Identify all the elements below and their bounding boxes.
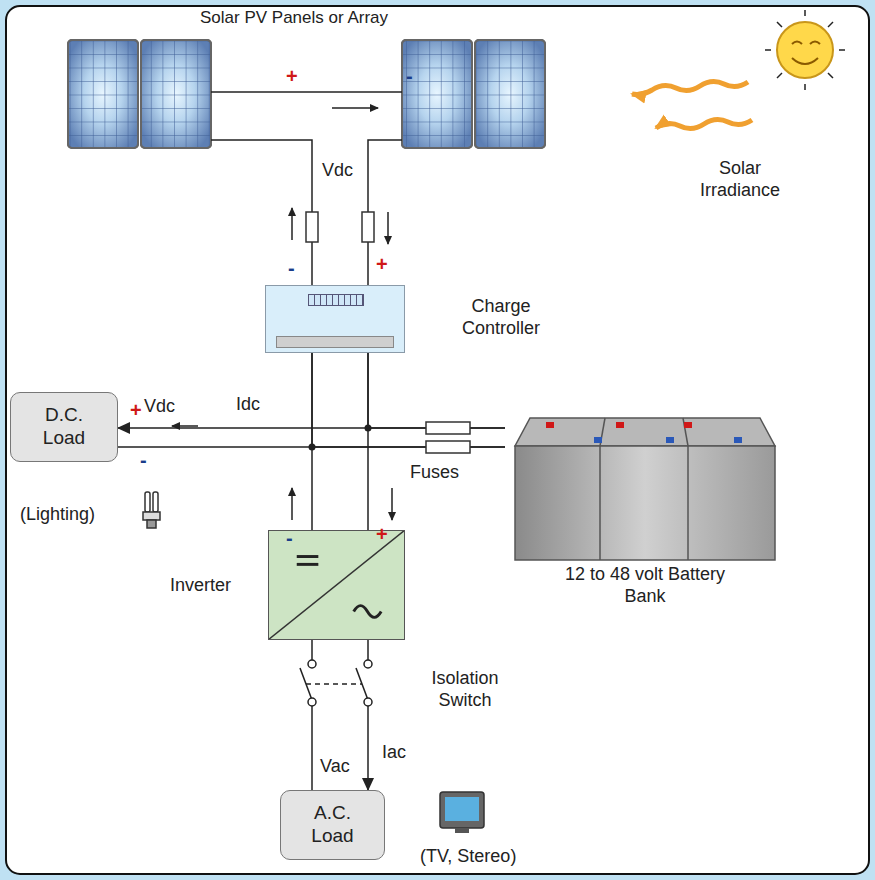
lamp-icon <box>143 492 160 528</box>
solar-panels <box>68 40 545 148</box>
node-label: A.C. Load <box>281 802 384 848</box>
polarity-sign: - <box>406 64 413 88</box>
polarity-sign: - <box>286 526 293 550</box>
charge-controller: Charge Controller <box>265 285 405 353</box>
dc-load: D.C. Load <box>10 392 118 462</box>
junction-dots <box>309 425 372 451</box>
polarity-sign: + <box>130 398 142 422</box>
tv-icon <box>440 792 484 833</box>
node-label: 12 to 48 volt Battery Bank <box>505 564 785 607</box>
node-label: D.C. Load <box>11 404 117 450</box>
polarity-sign: + <box>376 522 388 546</box>
node-label: Charge Controller <box>446 296 556 339</box>
fuse-label: Fuses <box>410 462 459 484</box>
voltage-label: Vdc <box>144 396 175 418</box>
current-label: Idc <box>236 394 260 416</box>
polarity-sign: - <box>288 256 295 280</box>
sun <box>765 10 845 90</box>
node-label: Inverter <box>170 575 231 597</box>
irradiance-arrows <box>632 81 752 128</box>
load-note: (Lighting) <box>20 504 95 526</box>
controller-terminal-strip <box>276 336 394 348</box>
polarity-sign: + <box>286 64 298 88</box>
wire <box>368 353 505 428</box>
battery-bank <box>515 418 775 560</box>
wire-pair <box>312 353 505 447</box>
voltage-label: Vac <box>320 756 350 778</box>
polarity-sign: - <box>140 448 147 472</box>
wire-pair <box>118 353 368 447</box>
switch-label: Isolation Switch <box>420 668 510 711</box>
node-label: Solar PV Panels or Array <box>200 8 388 28</box>
wire-pair <box>312 428 505 530</box>
battery-bank: 12 to 48 volt Battery Bank <box>505 400 785 612</box>
voltage-label: Vdc <box>322 160 353 182</box>
wire <box>312 447 505 530</box>
load-note: (TV, Stereo) <box>420 846 516 868</box>
wire-pair <box>312 640 368 790</box>
wire <box>118 353 368 428</box>
polarity-sign: + <box>376 252 388 276</box>
wire <box>312 353 505 447</box>
isolation-switch <box>300 660 380 706</box>
ac-load: A.C. Load <box>280 790 385 860</box>
wire <box>118 353 312 447</box>
wire <box>368 428 505 530</box>
wire-pair <box>312 160 368 285</box>
panel-array: Solar PV Panels or Array <box>60 6 555 160</box>
frame <box>6 6 869 874</box>
irradiance-label: Solar Irradiance <box>690 158 790 201</box>
controller-display <box>308 294 364 306</box>
current-label: Iac <box>382 742 406 764</box>
